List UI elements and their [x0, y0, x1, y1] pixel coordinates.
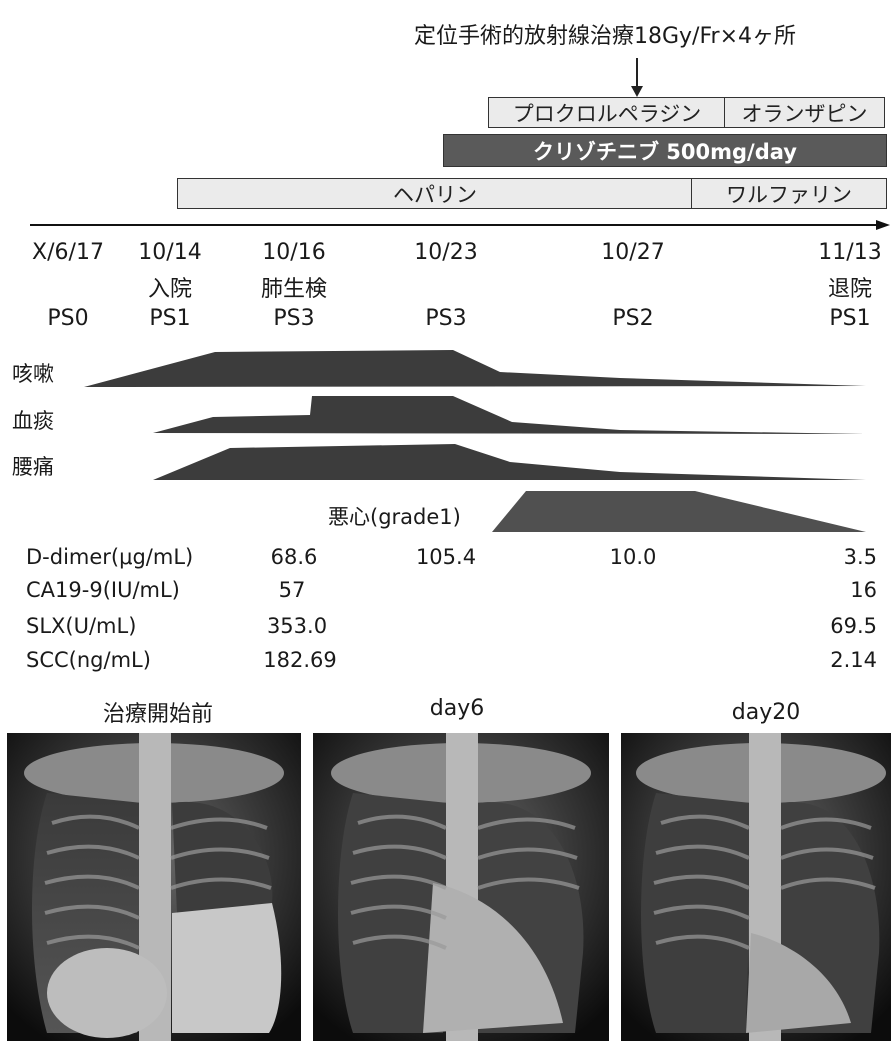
- timeline-event-5: 退院: [828, 271, 872, 303]
- lab-value-0-4: 3.5: [844, 545, 877, 569]
- timeline-event-1: 入院: [148, 271, 192, 303]
- bloody-sputum-shape: [153, 396, 866, 434]
- radiotherapy-note: 定位手術的放射線治療18Gy/Fr×4ヶ所: [414, 18, 796, 50]
- timeline-event-2: 肺生検: [261, 271, 327, 303]
- lab-name-3: SCC(ng/mL): [26, 648, 151, 672]
- timeline-date-5: 11/13: [818, 240, 881, 265]
- xray-label-2: day20: [732, 700, 800, 725]
- timeline-axis: [30, 217, 891, 233]
- lab-name-2: SLX(U/mL): [26, 614, 136, 638]
- heparin-label: ヘパリン: [393, 179, 477, 209]
- heparin-bar: ヘパリン: [177, 178, 693, 209]
- timeline-ps-0: PS0: [47, 306, 88, 331]
- timeline-ps-1: PS1: [149, 306, 190, 331]
- olanzapine-bar: オランザピン: [724, 97, 885, 128]
- crizotinib-label: クリゾチニブ 500mg/day: [533, 136, 797, 166]
- cough-shape: [84, 350, 866, 387]
- xray-image-day6: [313, 733, 609, 1041]
- timeline-date-3: 10/23: [414, 240, 477, 265]
- lab-value-0-1: 68.6: [271, 545, 318, 569]
- lab-value-0-3: 10.0: [610, 545, 657, 569]
- warfarin-bar: ワルファリン: [691, 178, 887, 209]
- lab-value-0-2: 105.4: [416, 545, 476, 569]
- xray-image-pretreatment: [7, 733, 301, 1041]
- lab-name-0: D-dimer(μg/mL): [26, 545, 193, 569]
- prochlorperazine-label: プロクロルペラジン: [513, 98, 702, 128]
- warfarin-label: ワルファリン: [726, 179, 852, 209]
- olanzapine-label: オランザピン: [742, 98, 868, 128]
- xray-image-day20: [621, 733, 891, 1041]
- lab-value-3-4: 2.14: [830, 648, 877, 672]
- timeline-ps-2: PS3: [273, 306, 314, 331]
- nausea-shape: [492, 491, 866, 532]
- timeline-date-4: 10/27: [601, 240, 664, 265]
- crizotinib-bar: クリゾチニブ 500mg/day: [443, 134, 887, 167]
- timeline-date-0: X/6/17: [32, 240, 104, 265]
- lab-value-3-1: 182.69: [263, 648, 336, 672]
- lab-value-2-4: 69.5: [830, 614, 877, 638]
- radiotherapy-arrow-icon: [630, 58, 644, 98]
- timeline-ps-5: PS1: [829, 306, 870, 331]
- lab-name-1: CA19-9(IU/mL): [26, 578, 180, 602]
- symptom-shapes: [0, 340, 891, 540]
- lab-value-1-1: 57: [279, 578, 306, 602]
- lab-value-1-4: 16: [850, 578, 877, 602]
- timeline-ps-4: PS2: [612, 306, 653, 331]
- xray-label-0: 治療開始前: [103, 696, 213, 728]
- xray-label-1: day6: [430, 696, 484, 721]
- timeline-date-2: 10/16: [262, 240, 325, 265]
- lab-value-2-1: 353.0: [267, 614, 327, 638]
- back-pain-shape: [153, 444, 866, 480]
- prochlorperazine-bar: プロクロルペラジン: [488, 97, 726, 128]
- timeline-date-1: 10/14: [138, 240, 201, 265]
- timeline-ps-3: PS3: [425, 306, 466, 331]
